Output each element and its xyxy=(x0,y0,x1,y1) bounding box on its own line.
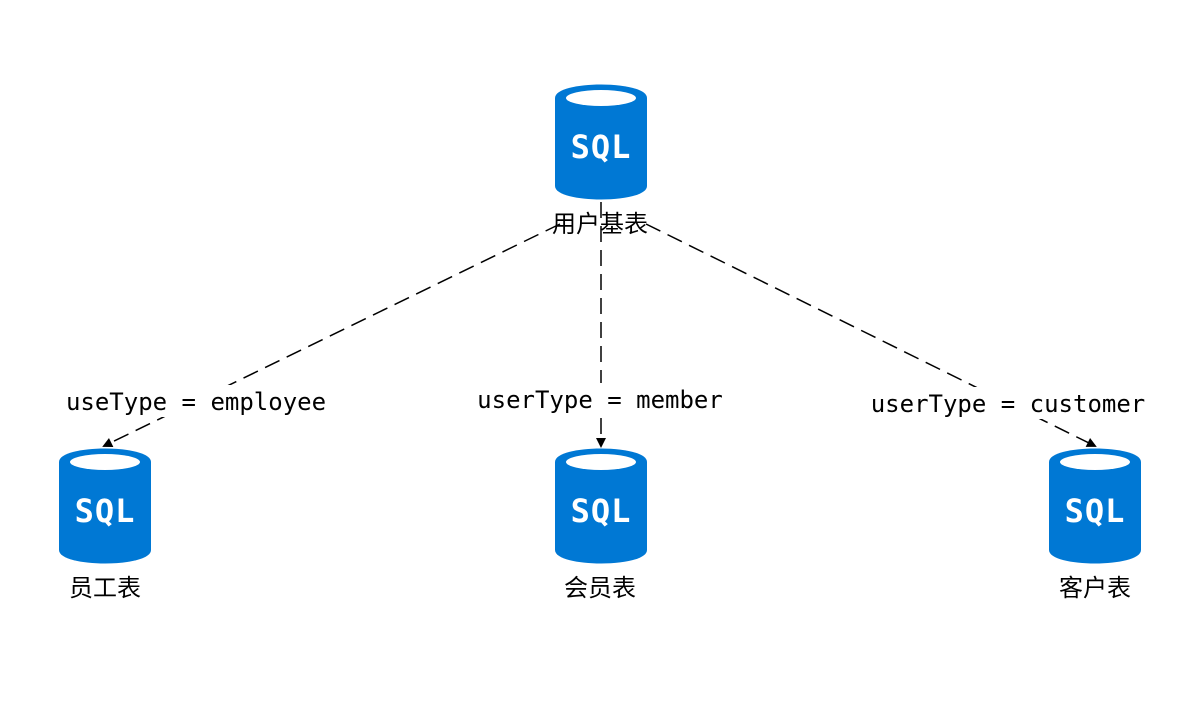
edge-base-to-employee: useType = employee xyxy=(54,223,561,447)
edge-label-customer: userType = customer xyxy=(871,390,1146,418)
node-label-base: 用户基表 xyxy=(552,210,648,238)
svg-text:SQL: SQL xyxy=(1065,492,1126,530)
node-label-employee: 员工表 xyxy=(69,574,141,602)
node-employee-table[interactable]: SQL 员工表 xyxy=(59,448,151,603)
svg-text:SQL: SQL xyxy=(75,492,136,530)
edge-label-member: userType = member xyxy=(477,386,723,414)
svg-text:SQL: SQL xyxy=(571,492,632,530)
edge-base-to-member: userType = member xyxy=(465,202,735,448)
edge-base-to-customer: userType = customer xyxy=(645,223,1159,447)
node-member-table[interactable]: SQL 会员表 xyxy=(555,448,647,603)
node-customer-table[interactable]: SQL 客户表 xyxy=(1049,448,1141,603)
sql-database-icon: SQL xyxy=(1049,448,1141,564)
sql-database-icon: SQL xyxy=(555,84,647,200)
sql-database-icon: SQL xyxy=(555,448,647,564)
edge-label-employee: useType = employee xyxy=(66,388,326,416)
sql-database-icon: SQL xyxy=(59,448,151,564)
svg-text:SQL: SQL xyxy=(571,128,632,166)
node-label-member: 会员表 xyxy=(564,574,636,602)
node-label-customer: 客户表 xyxy=(1059,574,1131,602)
node-base-table[interactable]: SQL 用户基表 xyxy=(552,84,648,239)
